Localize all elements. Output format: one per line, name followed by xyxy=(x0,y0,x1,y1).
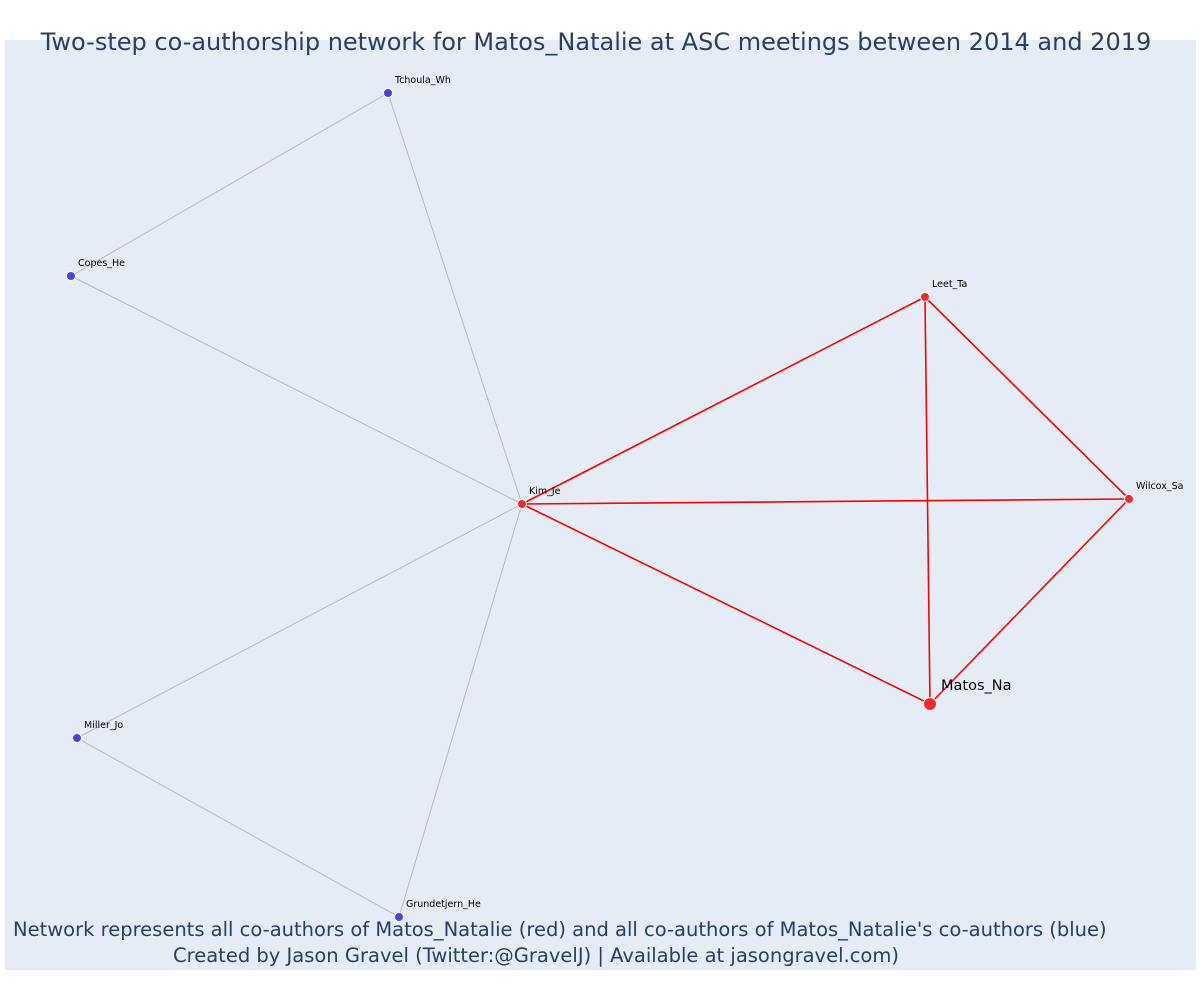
node-label-wilcox-sa: Wilcox_Sa xyxy=(1136,481,1183,492)
caption-line-2: Created by Jason Gravel (Twitter:@Gravel… xyxy=(173,944,899,967)
node-wilcox-sa[interactable] xyxy=(1124,494,1134,504)
node-leet-ta[interactable] xyxy=(920,292,930,302)
node-label-copes-he: Copes_He xyxy=(78,258,125,269)
node-label-matos-na: Matos_Na xyxy=(941,678,1012,694)
caption-line-1: Network represents all co-authors of Mat… xyxy=(13,918,1107,941)
edge-leet-ta-matos-na xyxy=(924,296,931,705)
node-label-grundetjern-he: Grundetjern_He xyxy=(406,899,481,910)
node-layer xyxy=(66,88,1134,922)
edge-leet-ta-wilcox-sa xyxy=(924,296,1130,500)
node-miller-jo[interactable] xyxy=(72,733,82,743)
edge-layer xyxy=(70,92,1130,918)
edge-kim-je-grundetjern-he xyxy=(398,503,523,918)
edge-kim-je-miller-jo xyxy=(76,503,523,739)
node-label-leet-ta: Leet_Ta xyxy=(932,279,967,290)
edge-kim-je-wilcox-sa xyxy=(521,498,1130,505)
edge-miller-jo-grundetjern-he xyxy=(76,737,400,918)
edge-kim-je-leet-ta xyxy=(521,296,926,505)
node-kim-je[interactable] xyxy=(517,499,527,509)
node-grundetjern-he[interactable] xyxy=(394,912,404,922)
edge-kim-je-copes-he xyxy=(70,275,523,505)
node-label-tchoula-wh: Tchoula_Wh xyxy=(394,75,451,86)
node-matos-na[interactable] xyxy=(923,697,937,711)
edge-kim-je-tchoula-wh xyxy=(387,92,523,505)
edge-tchoula-wh-copes-he xyxy=(70,92,389,277)
edge-kim-je-matos-na xyxy=(521,503,931,705)
plot-area xyxy=(5,40,1196,970)
node-label-kim-je: Kim_Je xyxy=(529,486,561,497)
chart-title: Two-step co-authorship network for Matos… xyxy=(40,28,1152,56)
edge-wilcox-sa-matos-na xyxy=(929,498,1130,705)
node-label-miller-jo: Miller_Jo xyxy=(84,720,123,731)
node-copes-he[interactable] xyxy=(66,271,76,281)
node-tchoula-wh[interactable] xyxy=(383,88,393,98)
